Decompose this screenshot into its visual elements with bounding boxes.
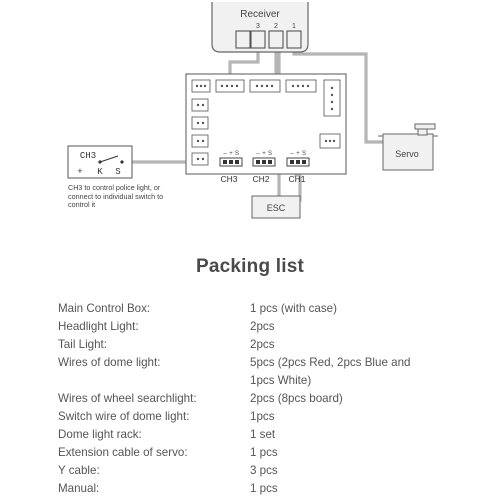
servo: Servo: [378, 123, 438, 171]
item-quantity: 1 pcs: [250, 482, 278, 495]
board-connector: [285, 79, 317, 93]
board-connector: [249, 79, 281, 93]
packing-row: Extension cable of servo: 1 pcs: [58, 446, 488, 464]
esc-label: ESC: [267, 203, 286, 213]
packing-row-continued: 1pcs White): [58, 374, 488, 392]
board-connector: [191, 116, 209, 130]
item-quantity: 1pcs White): [250, 374, 312, 387]
board-channel-ch1: CH1: [288, 174, 305, 184]
board-connector: [191, 152, 209, 166]
item-label: Tail Light:: [58, 338, 107, 351]
pin-mark: +: [262, 151, 266, 157]
packing-row: Headlight Light: 2pcs: [58, 320, 488, 338]
item-quantity: 2pcs: [250, 338, 275, 351]
pin-mark: S: [268, 151, 272, 157]
pin-mark: S: [302, 151, 306, 157]
packing-row: Wires of dome light: 5pcs (2pcs Red, 2pc…: [58, 356, 488, 374]
pin-mark: +: [229, 151, 233, 157]
wire-ch1: [292, 50, 383, 144]
item-quantity: 1pcs: [250, 410, 275, 423]
item-quantity: 2pcs (8pcs board): [250, 392, 343, 405]
pin-mark: –: [223, 151, 227, 157]
board-channel-ch2: CH2: [252, 174, 269, 184]
item-label: Dome light rack:: [58, 428, 142, 441]
item-label: Switch wire of dome light:: [58, 410, 190, 423]
receiver-slot: [268, 30, 284, 49]
switch-box: CH3 + K S: [67, 145, 133, 179]
item-quantity: 3 pcs: [250, 464, 278, 477]
wiring-diagram: Receiver 3 2 1: [67, 2, 438, 219]
pin-mark: –: [290, 151, 294, 157]
receiver: Receiver 3 2 1: [211, 2, 309, 53]
item-quantity: 1 set: [250, 428, 276, 441]
packing-row: Wires of wheel searchlight: 2pcs (8pcs b…: [58, 392, 488, 410]
switch-title: CH3: [80, 151, 96, 161]
packing-row: Switch wire of dome light: 1pcs: [58, 410, 488, 428]
packing-row: Y cable: 3 pcs: [58, 464, 488, 482]
packing-row: Dome light rack: 1 set: [58, 428, 488, 446]
receiver-channel-3: 3: [256, 23, 260, 30]
switch-pin-s: S: [115, 167, 120, 177]
item-quantity: 1 pcs (with case): [250, 302, 337, 315]
board-connector: [191, 98, 209, 112]
servo-label: Servo: [395, 149, 419, 159]
board-channel-ch3: CH3: [220, 174, 237, 184]
switch-note-line: connect to individual switch to: [68, 191, 164, 201]
control-board: – + S – + S – + S CH3 CH2 CH1: [185, 73, 347, 184]
item-label: Wires of wheel searchlight:: [58, 392, 197, 405]
receiver-label: Receiver: [240, 9, 280, 20]
board-connector: [215, 79, 245, 93]
receiver-channel-2: 2: [274, 23, 278, 30]
board-connector: [323, 79, 341, 117]
item-label: Manual:: [58, 482, 100, 495]
item-label: Wires of dome light:: [58, 356, 161, 369]
switch-note: CH3 to control police light, or connect …: [68, 183, 198, 210]
switch-pin-plus: +: [77, 167, 82, 177]
packing-row: Main Control Box: 1 pcs (with case): [58, 302, 488, 320]
receiver-slot: [235, 30, 251, 49]
switch-note-line: CH3 to control police light, or: [68, 183, 161, 192]
item-label: Extension cable of servo:: [58, 446, 188, 459]
receiver-channel-1: 1: [292, 23, 296, 30]
board-connector: [191, 134, 209, 148]
item-quantity: 5pcs (2pcs Red, 2pcs Blue and: [250, 356, 411, 369]
pin-mark: –: [256, 151, 260, 157]
packing-row: Manual: 1 pcs: [58, 482, 488, 500]
item-quantity: 2pcs: [250, 320, 275, 333]
item-label: Headlight Light:: [58, 320, 139, 333]
item-label: Main Control Box:: [58, 302, 151, 315]
pin-mark: S: [235, 151, 239, 157]
item-quantity: 1 pcs: [250, 446, 278, 459]
esc-box: ESC: [251, 195, 301, 219]
item-label: Y cable:: [58, 464, 100, 477]
receiver-slot: [286, 30, 302, 49]
switch-note-line: control it: [68, 200, 96, 210]
receiver-slot: [250, 30, 266, 49]
packing-list-title: Packing list: [196, 256, 304, 277]
switch-pin-k: K: [97, 167, 103, 177]
pin-mark: +: [296, 151, 300, 157]
packing-row: Tail Light: 2pcs: [58, 338, 488, 356]
